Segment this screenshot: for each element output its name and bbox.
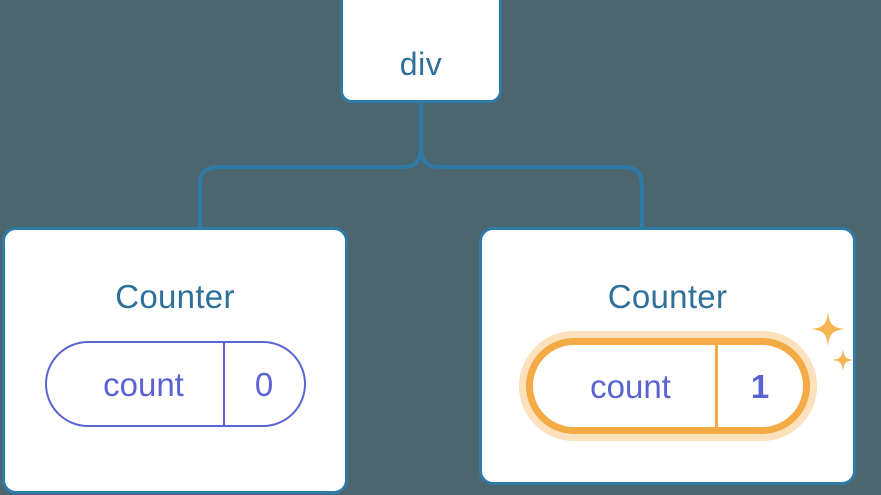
- counter-right-state-wrap: count 1: [525, 312, 854, 434]
- node-div[interactable]: div: [340, 0, 502, 103]
- counter-left-state-pill[interactable]: count 0: [44, 341, 306, 427]
- connector-branch-left: [198, 145, 423, 227]
- counter-left-state-key: count: [103, 365, 184, 403]
- node-counter-right[interactable]: Counter count 1: [479, 227, 856, 485]
- connector-branch-right: [419, 145, 644, 227]
- counter-right-state-value: 1: [714, 345, 803, 427]
- counter-left-title: Counter: [115, 278, 235, 315]
- sparkle-large-icon: [810, 312, 845, 346]
- counter-left-state-value: 0: [222, 343, 304, 425]
- counter-right-state-key: count: [590, 367, 671, 405]
- counter-right-state-pill[interactable]: count 1: [525, 338, 810, 434]
- sparkle-small-icon: [831, 349, 854, 371]
- counter-right-title: Counter: [607, 278, 728, 315]
- node-div-label: div: [399, 46, 443, 82]
- counter-left-state-wrap: count 0: [44, 341, 306, 427]
- node-counter-left[interactable]: Counter count 0: [2, 227, 348, 494]
